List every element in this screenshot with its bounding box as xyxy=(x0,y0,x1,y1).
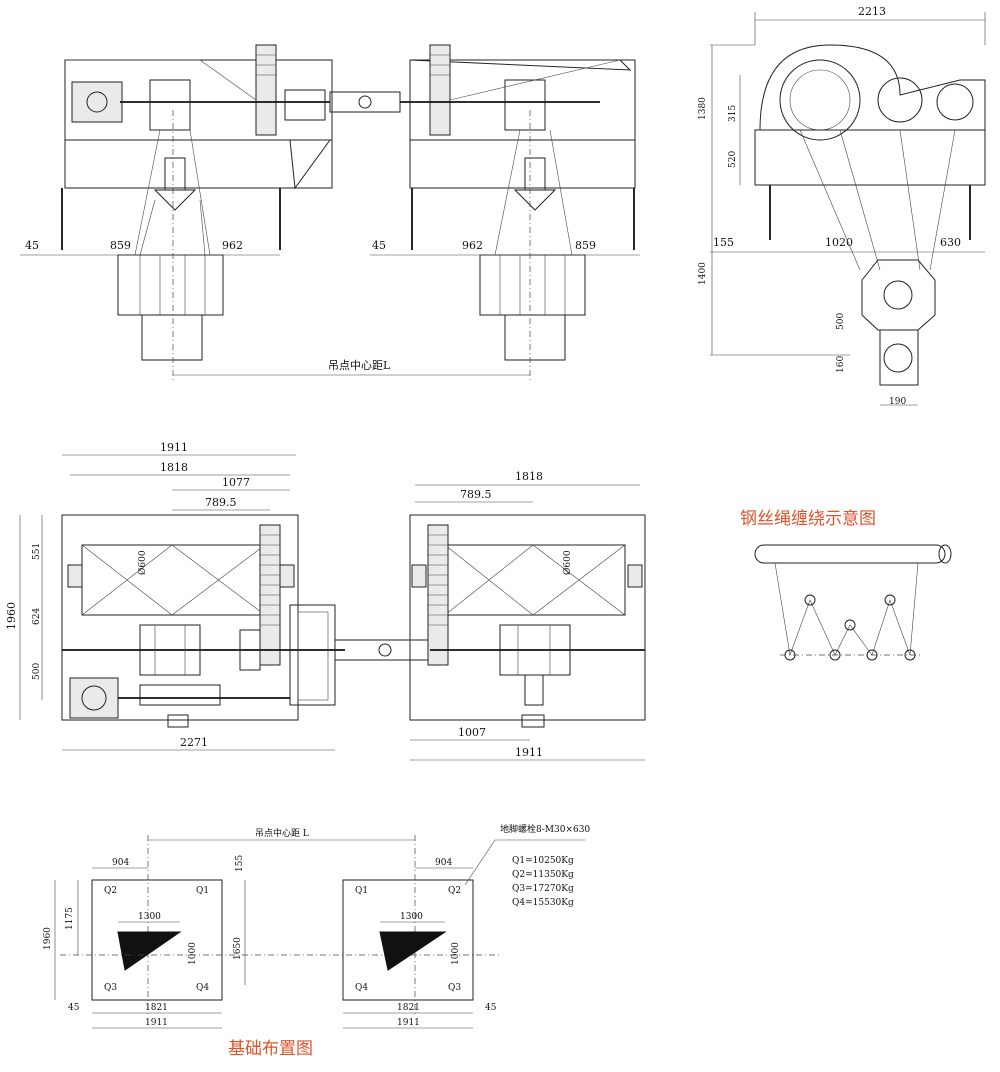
dim-side-1380: 1380 xyxy=(698,97,708,120)
found-r-45: 45 xyxy=(485,1003,497,1013)
found-l-1650: 1650 xyxy=(233,937,243,960)
found-l-1000: 1000 xyxy=(188,942,198,965)
dim-plan-624: 624 xyxy=(32,608,42,625)
found-l-155: 155 xyxy=(235,855,245,872)
dim-front-right-45: 45 xyxy=(372,239,386,252)
dim-side-630: 630 xyxy=(940,236,961,249)
dim-plan-500: 500 xyxy=(32,663,42,680)
dim-plan-1077: 1077 xyxy=(222,476,250,489)
rope-reeving-diagram: 钢丝绳缠绕示意图 xyxy=(740,509,952,661)
drum-diameter-right: Ø600 xyxy=(562,550,573,575)
load-q1: Q1=10250Kg xyxy=(512,856,574,866)
found-r-q1: Q1 xyxy=(355,886,368,896)
drum-diameter-left: Ø600 xyxy=(137,550,148,575)
found-l-q3: Q3 xyxy=(104,983,117,993)
dim-plan-r-1911: 1911 xyxy=(515,746,543,759)
dim-plan-2271: 2271 xyxy=(180,736,208,749)
found-l-1300: 1300 xyxy=(138,912,161,922)
found-l-q1: Q1 xyxy=(196,886,209,896)
dim-front-left-962: 962 xyxy=(222,239,243,252)
found-l-1960: 1960 xyxy=(43,927,53,950)
dim-plan-r-1007: 1007 xyxy=(458,726,486,739)
dim-plan-r-1818: 1818 xyxy=(515,470,543,483)
load-q4: Q4=15530Kg xyxy=(512,898,574,908)
dim-plan-1960: 1960 xyxy=(5,602,18,630)
dim-side-520: 520 xyxy=(728,151,738,168)
dim-plan-r-789: 789.5 xyxy=(460,488,492,501)
plan-view-right: 1818 789.5 Ø600 1007 1911 xyxy=(409,470,646,761)
front-center-distance-label: 吊点中心距L xyxy=(328,359,391,372)
found-r-q3: Q3 xyxy=(448,983,461,993)
dim-plan-789: 789.5 xyxy=(205,496,237,509)
load-q2: Q2=11350Kg xyxy=(512,870,574,880)
dim-front-right-859: 859 xyxy=(575,239,596,252)
found-l-1821: 1821 xyxy=(145,1003,168,1013)
found-l-904: 904 xyxy=(112,858,129,868)
found-r-q2: Q2 xyxy=(448,886,461,896)
found-r-1911: 1911 xyxy=(397,1018,420,1028)
found-l-q4: Q4 xyxy=(196,983,209,993)
dim-front-right-962: 962 xyxy=(462,239,483,252)
side-view: 2213 1380 315 520 1400 500 160 155 1020 … xyxy=(698,5,986,407)
foundation-layout: 吊点中心距 L 地脚螺栓8-M30×630 Q1=10250Kg Q2=1135… xyxy=(43,823,590,1059)
found-r-1821: 1821 xyxy=(397,1003,420,1013)
dim-side-1400: 1400 xyxy=(698,262,708,285)
found-l-1911: 1911 xyxy=(145,1018,168,1028)
dim-side-315: 315 xyxy=(728,105,738,122)
dim-side-190: 190 xyxy=(889,397,906,407)
foundation-center-label: 吊点中心距 L xyxy=(255,827,309,839)
bolt-spec-label: 地脚螺栓8-M30×630 xyxy=(500,823,590,835)
found-r-q4: Q4 xyxy=(355,983,368,993)
dim-plan-1818: 1818 xyxy=(160,461,188,474)
front-view: 45 859 962 45 962 859 吊点中心距L xyxy=(20,44,640,380)
dim-plan-551: 551 xyxy=(32,543,42,560)
dim-side-155: 155 xyxy=(713,236,734,249)
found-r-1300: 1300 xyxy=(400,912,423,922)
found-l-q2: Q2 xyxy=(104,886,117,896)
dim-plan-1911: 1911 xyxy=(160,441,188,454)
dim-side-160: 160 xyxy=(836,356,846,373)
dim-side-1020: 1020 xyxy=(825,236,853,249)
load-q3: Q3=17270Kg xyxy=(512,884,574,894)
plan-view-left: 1911 1818 1077 789.5 Ø600 1960 551 62 xyxy=(5,441,431,751)
dim-side-2213: 2213 xyxy=(858,5,886,18)
dim-front-left-859: 859 xyxy=(110,239,131,252)
foundation-title: 基础布置图 xyxy=(228,1039,313,1059)
found-r-904: 904 xyxy=(435,858,452,868)
dim-side-500: 500 xyxy=(836,313,846,330)
found-r-1000: 1000 xyxy=(451,942,461,965)
dim-front-left-45: 45 xyxy=(25,239,39,252)
found-l-45: 45 xyxy=(68,1003,80,1013)
found-l-1175: 1175 xyxy=(65,907,75,930)
rope-diagram-title: 钢丝绳缠绕示意图 xyxy=(740,509,876,529)
